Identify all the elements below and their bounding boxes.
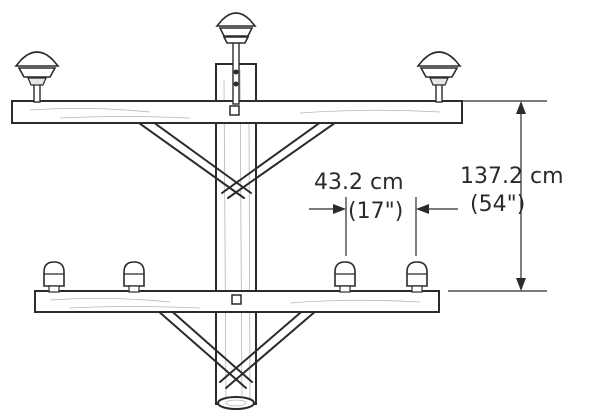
arrow-right-icon xyxy=(333,204,346,214)
arrow-up-icon xyxy=(516,101,526,114)
lower-pin-insulator-1 xyxy=(43,261,65,293)
pin-spacing-dimension xyxy=(309,197,458,256)
upper-right-pin-insulator xyxy=(416,51,462,103)
upper-crossarm xyxy=(11,100,463,124)
crossarm-spacing-metric-label: 137.2 cm xyxy=(460,164,564,189)
pin-spacing-imperial-label: (17") xyxy=(348,199,403,224)
pole-top-pin-insulator xyxy=(215,12,257,105)
lower-pin-insulator-3 xyxy=(334,261,356,293)
pin-spacing-metric-label: 43.2 cm xyxy=(314,170,404,195)
lower-crossarm-braces xyxy=(156,306,318,389)
arrow-down-icon xyxy=(516,278,526,291)
upper-crossarm-braces xyxy=(131,113,343,199)
lower-pin-insulator-2 xyxy=(123,261,145,293)
crossarm-spacing-dimension xyxy=(448,100,547,292)
arrow-left-icon xyxy=(416,204,429,214)
crossarm-spacing-imperial-label: (54") xyxy=(470,192,525,217)
lower-crossarm xyxy=(34,290,440,313)
lower-pin-insulator-4 xyxy=(406,261,428,293)
bolt-head xyxy=(231,294,242,305)
bolt-head xyxy=(229,105,240,116)
upper-left-pin-insulator xyxy=(14,51,60,103)
